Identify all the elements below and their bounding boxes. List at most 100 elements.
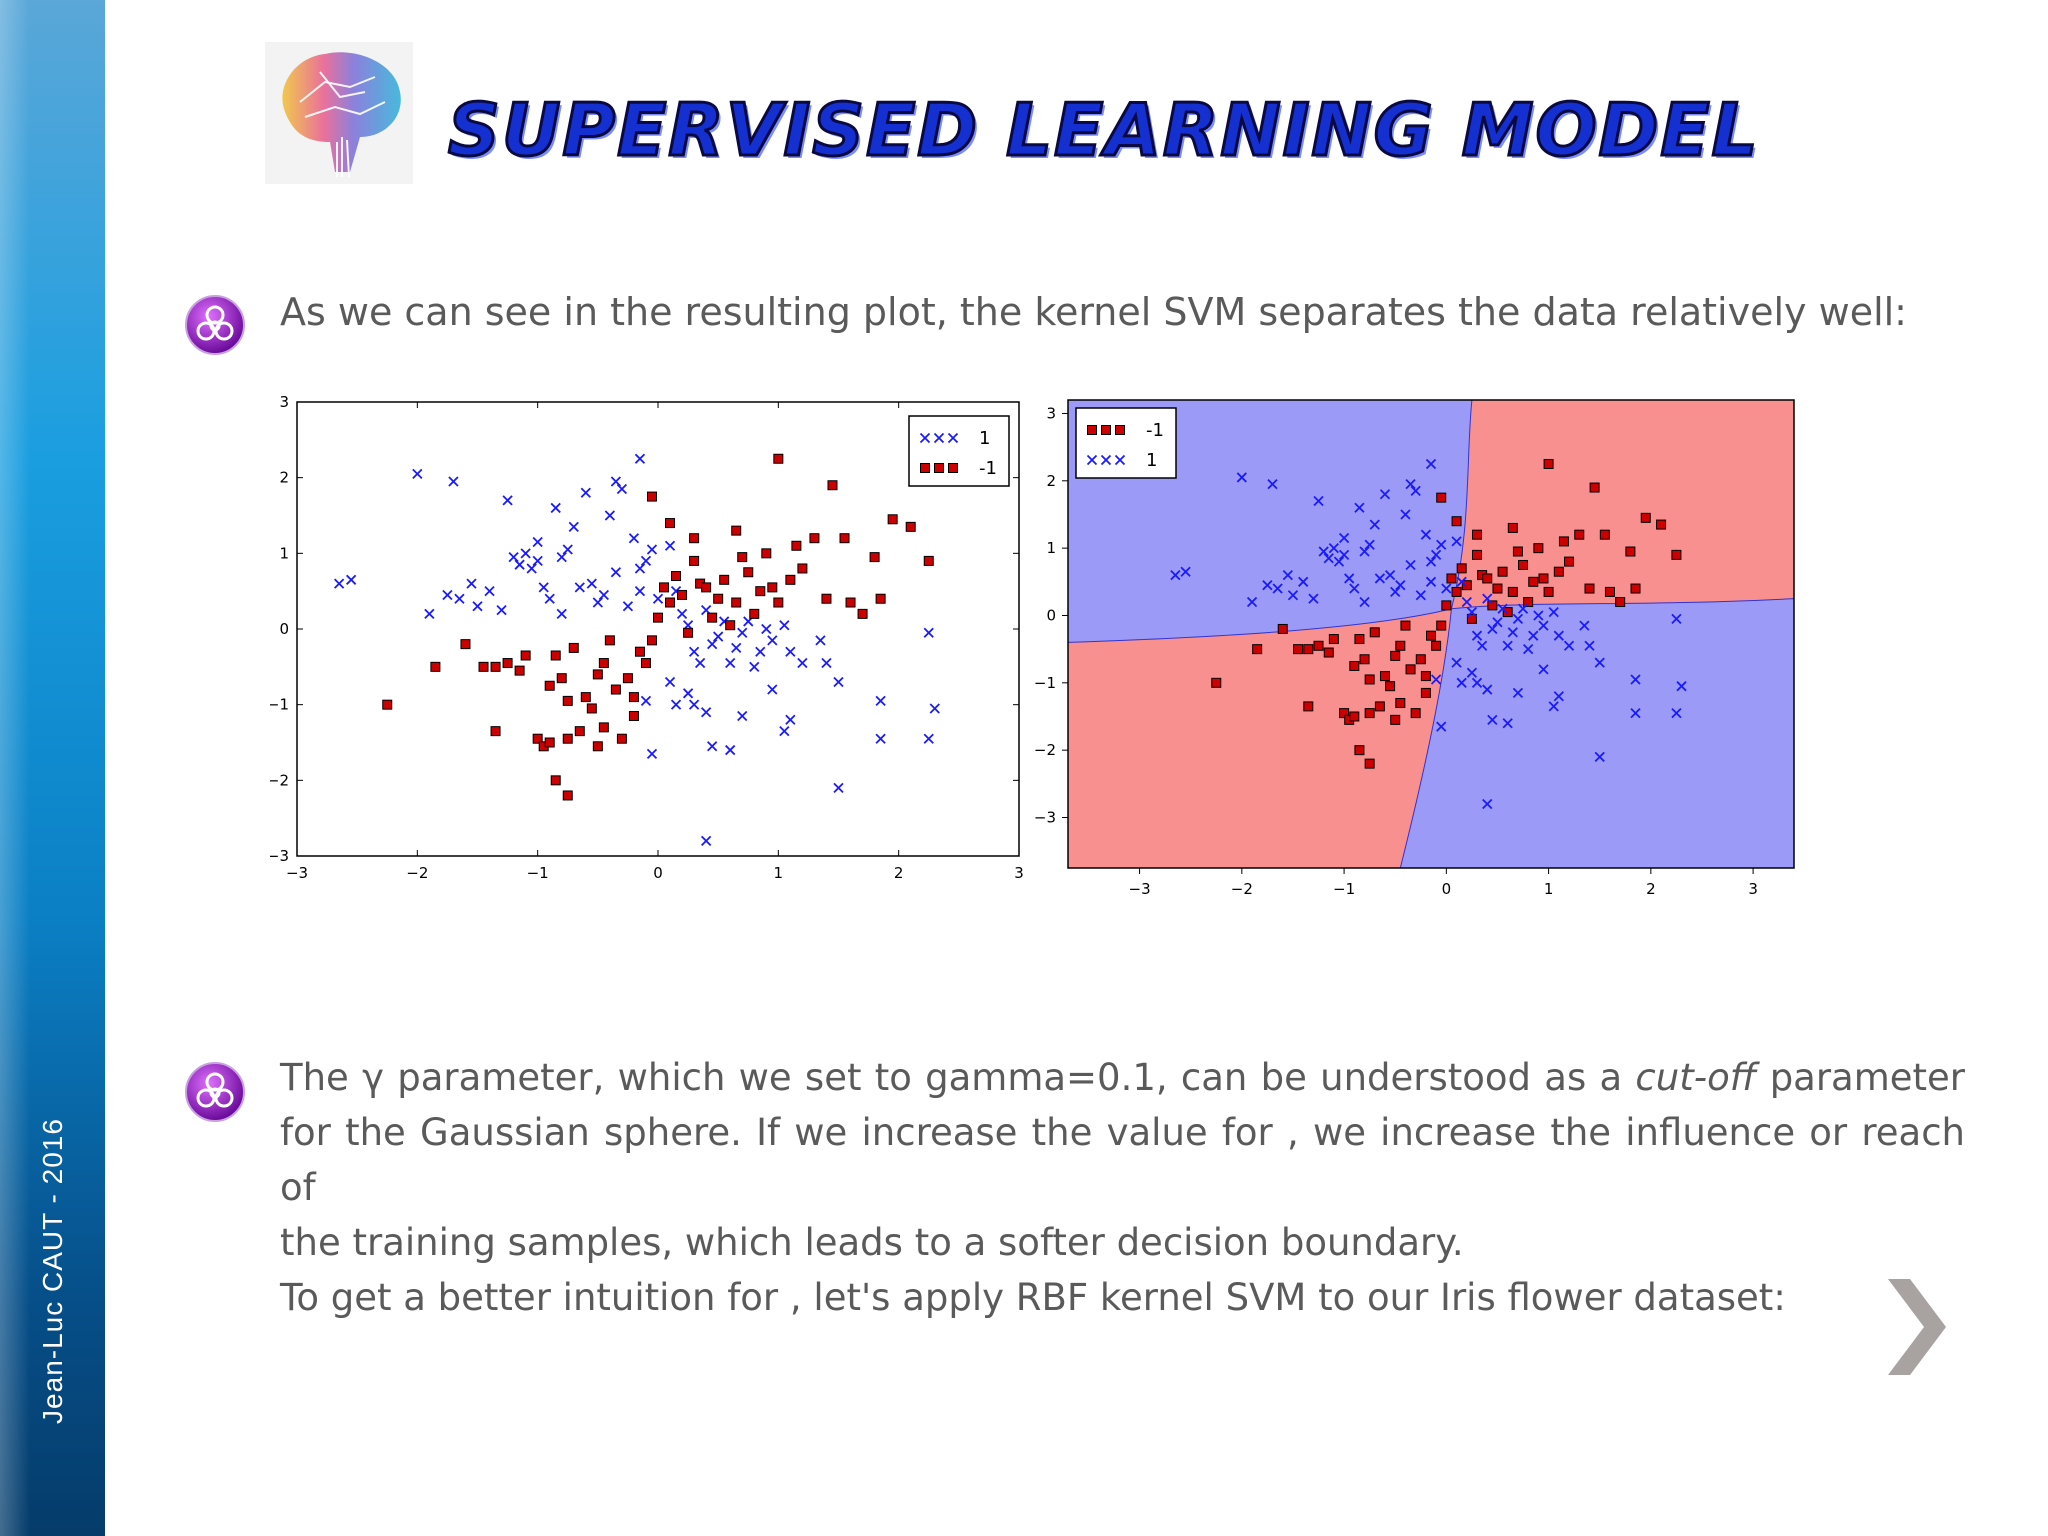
data-point-square xyxy=(592,669,603,680)
data-point-x xyxy=(755,646,766,657)
x-mark xyxy=(1369,519,1380,530)
data-point-x xyxy=(1553,691,1564,702)
x-mark xyxy=(466,578,477,589)
data-point-square xyxy=(731,525,742,536)
x-mark xyxy=(1451,536,1462,547)
data-point-square xyxy=(1599,529,1610,540)
x-mark xyxy=(1262,580,1273,591)
x-mark xyxy=(424,608,435,620)
x-mark xyxy=(526,563,537,574)
data-point-x xyxy=(1328,543,1339,554)
x-mark xyxy=(1548,701,1559,712)
brain-circuit-icon xyxy=(265,42,413,184)
data-point-square xyxy=(460,639,471,650)
data-point-square xyxy=(755,586,766,597)
data-point-x xyxy=(1630,674,1641,685)
data-point-square xyxy=(1512,546,1523,557)
x-mark xyxy=(628,533,640,544)
data-point-x xyxy=(1384,569,1396,581)
data-point-x xyxy=(514,559,525,570)
y-tick-label: 1 xyxy=(1046,539,1056,557)
x-mark xyxy=(1476,640,1488,651)
data-point-square xyxy=(1466,613,1477,624)
data-point-square xyxy=(1364,674,1375,685)
bullet-text-2-line-3: the training samples, which leads to a s… xyxy=(280,1221,1464,1264)
x-mark xyxy=(1359,546,1370,557)
x-mark xyxy=(1430,674,1442,685)
x-mark xyxy=(634,586,646,597)
data-point-x xyxy=(713,631,724,642)
data-point-square xyxy=(490,726,501,737)
data-point-x xyxy=(580,487,591,498)
x-tick-label: 1 xyxy=(1544,880,1554,897)
x-mark xyxy=(568,521,579,532)
x-mark xyxy=(737,710,748,722)
x-mark xyxy=(1487,714,1498,725)
data-point-x xyxy=(664,676,676,688)
x-mark xyxy=(1364,539,1375,550)
data-point-square xyxy=(773,453,784,464)
bullet-text-2: The γ parameter, which we set to gamma=0… xyxy=(280,1050,1965,1325)
x-mark xyxy=(1318,546,1329,557)
data-point-x xyxy=(1579,620,1590,631)
data-point-square xyxy=(719,574,730,585)
data-point-x xyxy=(1374,573,1386,584)
x-mark xyxy=(1384,569,1396,581)
data-point-x xyxy=(1676,681,1687,692)
chevron-right-icon[interactable] xyxy=(1880,1275,1950,1380)
legend xyxy=(908,415,1010,487)
data-point-x xyxy=(586,578,597,589)
x-mark xyxy=(875,733,886,744)
data-point-square xyxy=(580,692,591,703)
data-point-square xyxy=(1574,529,1585,540)
data-point-x xyxy=(1430,549,1442,561)
data-point-square xyxy=(809,533,820,544)
data-point-square xyxy=(1395,698,1406,709)
data-point-square xyxy=(568,642,579,653)
data-point-x xyxy=(1313,495,1324,507)
x-mark xyxy=(616,483,628,495)
data-point-x xyxy=(1456,677,1467,688)
data-point-x xyxy=(1415,590,1426,601)
data-point-x xyxy=(694,657,706,669)
data-point-square xyxy=(743,567,754,578)
data-point-square xyxy=(1354,745,1365,756)
x-mark xyxy=(1349,583,1360,594)
data-point-square xyxy=(713,593,724,604)
data-point-x xyxy=(737,710,748,722)
x-tick-label: 2 xyxy=(1646,880,1656,897)
data-point-square xyxy=(1472,529,1483,540)
data-point-x xyxy=(526,563,537,574)
data-point-square xyxy=(671,571,682,582)
x-mark xyxy=(544,593,555,604)
x-tick-label: 2 xyxy=(894,864,904,882)
data-point-square xyxy=(1528,576,1539,587)
x-mark xyxy=(1548,606,1559,618)
data-point-x xyxy=(628,533,640,544)
data-point-square xyxy=(490,661,501,672)
data-point-x xyxy=(1395,580,1406,591)
x-mark xyxy=(1425,576,1437,587)
data-point-square xyxy=(731,597,742,608)
decision-region-pos xyxy=(1399,598,1795,869)
data-point-x xyxy=(779,620,790,631)
x-mark xyxy=(1492,617,1503,628)
data-point-square xyxy=(598,722,609,733)
data-point-x xyxy=(562,544,573,555)
x-mark xyxy=(1405,559,1416,571)
data-point-square xyxy=(749,608,760,619)
data-point-square xyxy=(628,711,639,722)
x-mark xyxy=(1584,640,1595,651)
data-point-square xyxy=(1400,620,1411,631)
data-point-square xyxy=(1604,586,1615,597)
y-tick-label: −1 xyxy=(270,696,289,714)
data-point-x xyxy=(933,432,945,444)
x-mark xyxy=(875,695,886,707)
x-mark xyxy=(1246,596,1258,608)
x-mark xyxy=(1482,593,1493,604)
legend xyxy=(1075,407,1177,479)
data-point-x xyxy=(333,578,345,589)
data-point-x xyxy=(1563,640,1575,651)
data-point-square xyxy=(1354,634,1365,645)
legend-label: 1 xyxy=(979,428,990,449)
